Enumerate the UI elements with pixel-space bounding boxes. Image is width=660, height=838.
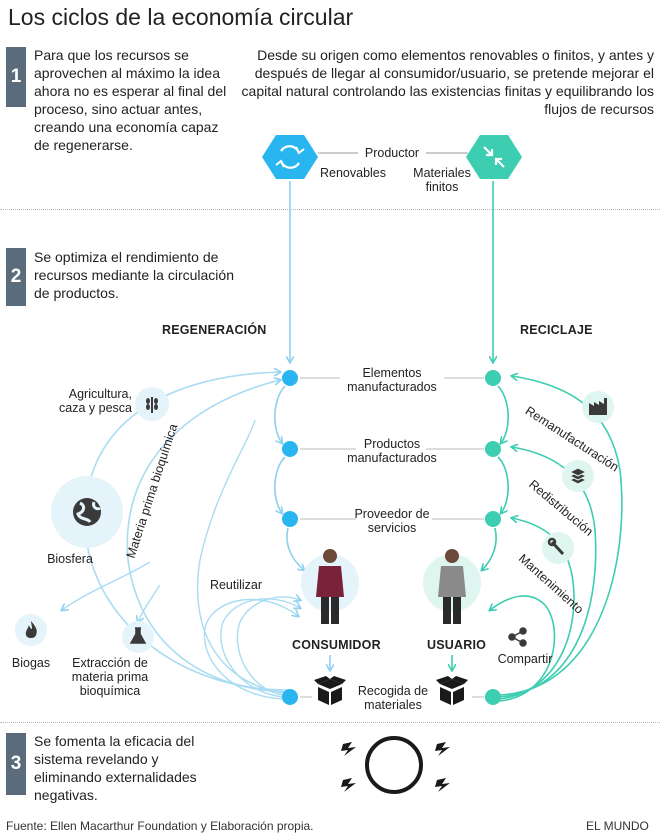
stage-service-provider: Proveedor de servicios — [354, 507, 430, 535]
biosphere-label: Biosfera — [47, 552, 93, 566]
lightning-icon — [341, 742, 450, 792]
divider-2 — [0, 722, 660, 723]
source-footnote: Fuente: Ellen Macarthur Foundation y Ela… — [6, 819, 314, 833]
node-blue-4 — [282, 689, 298, 705]
renewables-hexagon — [262, 135, 318, 179]
step-number-3: 3 — [6, 733, 26, 795]
step-number-2: 2 — [6, 248, 26, 306]
user-person-icon — [438, 549, 466, 624]
cycle-icon — [275, 145, 305, 169]
stage-manufactured-elements: Elementos manufacturados — [347, 366, 437, 394]
flame-icon — [25, 621, 37, 638]
intro-right-text: Desde su origen como elementos renovable… — [241, 47, 654, 117]
step-2-text: Se optimiza el rendimiento de recursos m… — [34, 249, 234, 301]
node-blue-1 — [282, 370, 298, 386]
producer-label: Productor — [364, 146, 420, 160]
wrench-icon — [547, 537, 565, 556]
node-blue-2 — [282, 441, 298, 457]
step-3-text: Se fomenta la eficacia del sistema revel… — [34, 733, 197, 803]
share-label: Compartir — [497, 652, 553, 666]
finite-materials-label: Materiales finitos — [413, 166, 471, 194]
share-icon — [508, 627, 527, 647]
brand-label: EL MUNDO — [586, 819, 649, 833]
page-title: Los ciclos de la economía circular — [8, 4, 354, 30]
consumer-person-icon — [316, 549, 344, 624]
node-teal-3 — [485, 511, 501, 527]
node-blue-3 — [282, 511, 298, 527]
layers-icon — [568, 467, 588, 485]
reuse-label: Reutilizar — [209, 578, 263, 592]
collection-label: Recogida de materiales — [357, 684, 429, 712]
box-icon-left — [314, 676, 346, 705]
consumer-label: CONSUMIDOR — [292, 638, 381, 652]
flask-icon — [129, 627, 147, 644]
wheat-icon — [146, 397, 158, 413]
extraction-label: Extracción de materia prima bioquímica — [71, 656, 149, 698]
step-1-text: Para que los recursos se aprovechen al m… — [34, 47, 227, 153]
divider-1 — [0, 209, 660, 210]
stage-manufactured-products: Productos manufacturados — [347, 437, 437, 465]
factory-icon — [589, 398, 607, 415]
node-teal-1 — [485, 370, 501, 386]
finite-materials-hexagon — [466, 135, 522, 179]
biogas-label: Biogas — [11, 656, 51, 670]
renewables-label: Renovables — [319, 166, 386, 180]
node-teal-2 — [485, 441, 501, 457]
box-icon-right — [436, 676, 468, 705]
ring-icon — [365, 736, 423, 794]
agriculture-label: Agricultura, caza y pesca — [59, 387, 132, 415]
node-teal-4 — [485, 689, 501, 705]
user-label: USUARIO — [427, 638, 487, 652]
recycling-header: RECICLAJE — [520, 323, 593, 337]
globe-icon — [73, 498, 102, 526]
compress-icon — [483, 146, 505, 168]
regeneration-header: REGENERACIÓN — [162, 323, 267, 337]
step-number-1: 1 — [6, 47, 26, 107]
